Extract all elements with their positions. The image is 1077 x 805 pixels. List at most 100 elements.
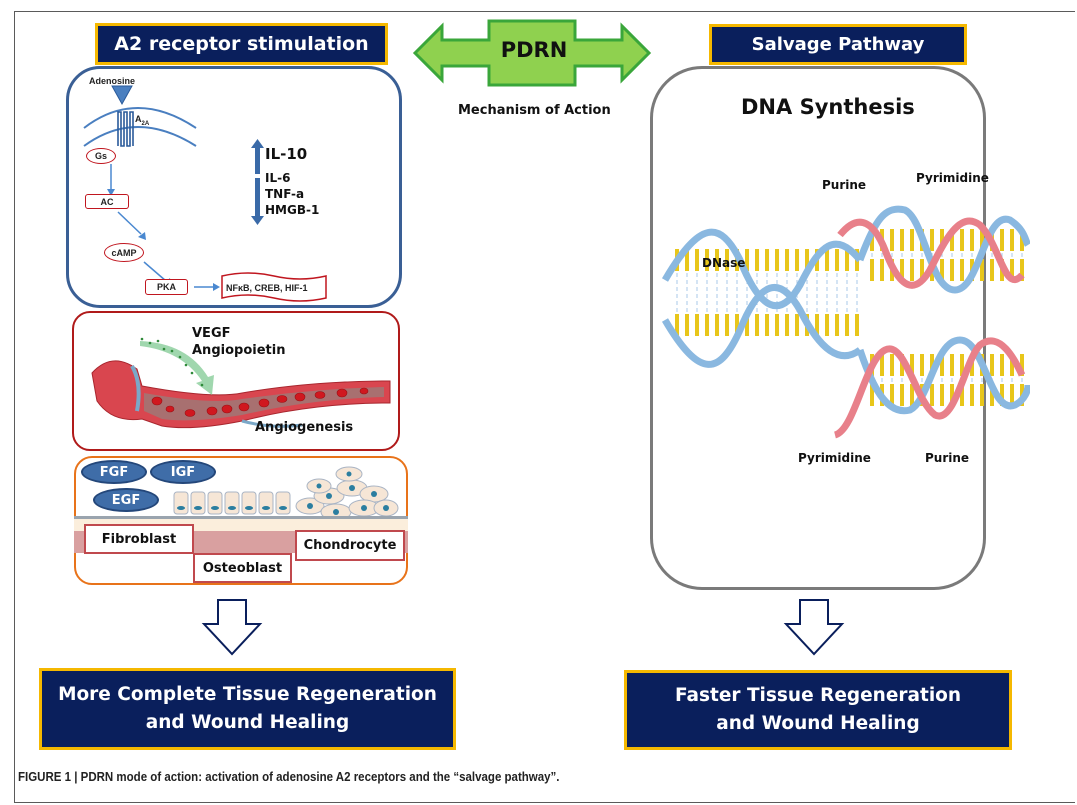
pdrn-label: PDRN	[500, 38, 568, 62]
dna-base	[940, 384, 944, 406]
a2-receptor-title: A2 receptor stimulation	[95, 23, 388, 65]
right-down-arrow-icon	[783, 599, 845, 656]
salvage-pathway-title-text: Salvage Pathway	[751, 34, 925, 55]
dna-base	[970, 229, 974, 251]
dna-base	[900, 229, 904, 251]
dna-base	[920, 354, 924, 376]
growth-factor-arrow-icon	[140, 341, 214, 395]
dna-base	[685, 249, 689, 271]
dna-base	[890, 229, 894, 251]
a2a-label-main: A	[135, 114, 142, 124]
basement-membrane	[74, 516, 408, 519]
dna-base	[870, 229, 874, 251]
purine-top-label: Purine	[822, 178, 867, 192]
dna-base	[960, 229, 964, 251]
dna-base	[1010, 229, 1014, 251]
dna-base	[930, 354, 934, 376]
down-arrow-shaft	[255, 178, 260, 218]
dna-base	[715, 314, 719, 336]
epithelial-cells	[173, 491, 291, 515]
dna-base	[870, 384, 874, 406]
right-outcome-box: Faster Tissue Regeneration and Wound Hea…	[624, 670, 1012, 750]
dna-base	[1020, 354, 1024, 376]
fibroblast-box: Fibroblast	[84, 524, 194, 554]
vessel-vein	[130, 364, 141, 412]
purine-bottom-label: Purine	[925, 451, 970, 465]
dna-base	[990, 259, 994, 281]
angiopoietin-label: Angiopoietin	[192, 343, 286, 358]
dna-base	[845, 314, 849, 336]
dna-strand-blue	[856, 205, 1030, 294]
dna-base	[990, 354, 994, 376]
dna-base	[745, 314, 749, 336]
transcription-factor-box	[221, 272, 327, 302]
dna-base	[805, 249, 809, 271]
arrowhead	[107, 189, 115, 196]
angiogenesis-label: Angiogenesis	[255, 420, 354, 435]
pka-node: PKA	[145, 279, 188, 295]
dna-base	[920, 259, 924, 281]
figure-frame	[14, 11, 1075, 803]
dna-base	[1010, 384, 1014, 406]
dna-base	[960, 259, 964, 281]
dna-base	[950, 229, 954, 251]
dna-strand-blue	[856, 336, 1030, 415]
a2-receptor-panel	[66, 66, 402, 308]
dna-base	[735, 314, 739, 336]
dna-strand-red	[833, 337, 1026, 439]
dna-base	[725, 314, 729, 336]
dna-base	[880, 259, 884, 281]
hmgb1-label: HMGB-1	[265, 203, 320, 217]
dna-base	[880, 354, 884, 376]
dna-base	[940, 354, 944, 376]
igf-badge: IGF	[150, 460, 216, 484]
gs-node: Gs	[86, 148, 116, 164]
red-blood-cells	[151, 387, 369, 417]
arrow-ac-camp	[117, 211, 142, 235]
dna-base	[835, 249, 839, 271]
dna-base	[1000, 384, 1004, 406]
dna-base	[890, 354, 894, 376]
dna-base	[950, 354, 954, 376]
arrow-camp-pka	[143, 261, 167, 282]
dna-base	[825, 249, 829, 271]
dna-base	[930, 229, 934, 251]
dna-base	[980, 384, 984, 406]
dna-base	[980, 259, 984, 281]
dna-strand-blue	[661, 284, 863, 368]
blood-vessel-illustration	[91, 337, 391, 429]
adenosine-triangle-icon	[111, 85, 133, 106]
dna-base	[705, 314, 709, 336]
chondrocyte-cluster	[295, 466, 399, 521]
dna-base	[715, 249, 719, 271]
left-outcome-line1: More Complete Tissue Regeneration	[58, 684, 437, 705]
arrowhead	[138, 232, 146, 240]
right-outcome-line2: and Wound Healing	[716, 713, 920, 734]
growth-factor-dots	[140, 337, 204, 387]
dna-base	[745, 249, 749, 271]
membrane-inner	[83, 126, 197, 147]
dna-base	[785, 249, 789, 271]
a2a-label-subscript: 2A	[141, 120, 150, 127]
salvage-pathway-title: Salvage Pathway	[709, 24, 967, 65]
dna-base	[1000, 229, 1004, 251]
dna-base	[695, 314, 699, 336]
a2a-label: A2A	[135, 114, 149, 127]
arrowhead	[213, 283, 220, 291]
a2-receptor-title-text: A2 receptor stimulation	[114, 33, 369, 55]
dna-base	[990, 384, 994, 406]
dna-base	[775, 249, 779, 271]
dna-strand-blue	[661, 228, 863, 310]
dna-base	[910, 354, 914, 376]
dna-base	[1000, 354, 1004, 376]
dnase-label: DNase	[702, 256, 746, 270]
camp-node: cAMP	[104, 243, 144, 262]
dna-base	[695, 249, 699, 271]
down-arrow-icon	[251, 216, 264, 225]
pyrimidine-top-label: Pyrimidine	[916, 171, 989, 185]
fgf-badge: FGF	[81, 460, 147, 484]
dna-base	[970, 384, 974, 406]
receptor-pathway-diagram	[83, 85, 327, 302]
pdrn-double-arrow-icon	[412, 19, 652, 87]
figure-caption: FIGURE 1 | PDRN mode of action: activati…	[18, 770, 560, 784]
